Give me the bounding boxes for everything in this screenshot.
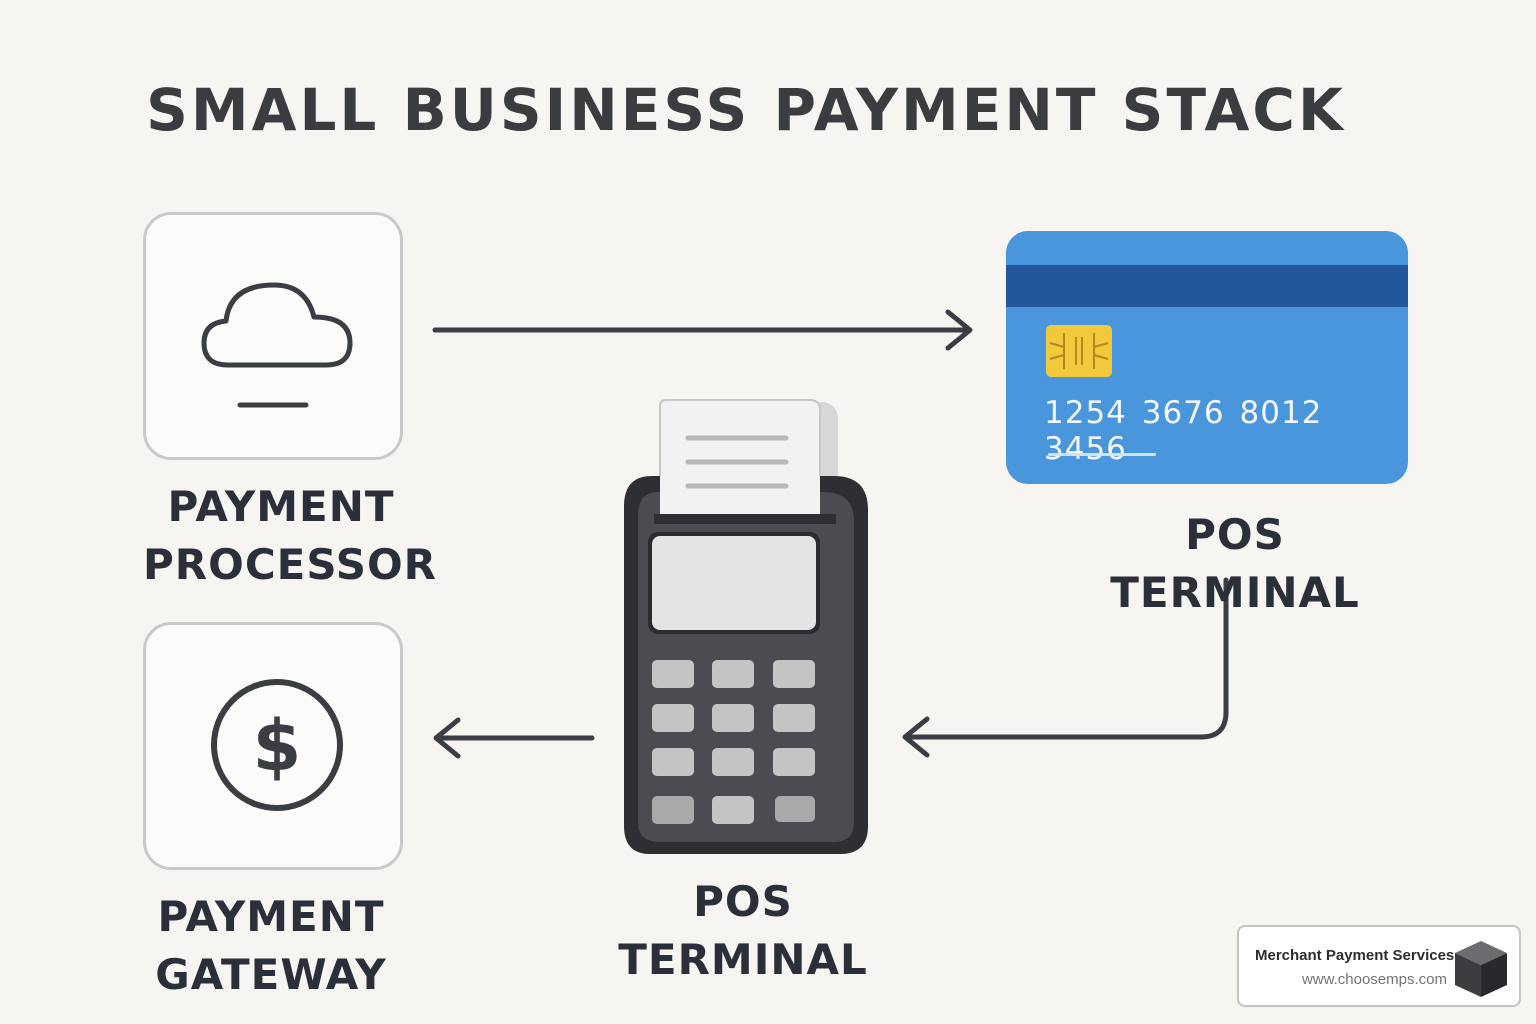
arrow-processor-to-card [432,309,973,351]
payment-gateway-label-line-1: PAYMENT [157,892,385,941]
dollar-coin-icon: $ [211,679,343,811]
payment-gateway-label-line-2: GATEWAY [155,950,387,999]
card-label: POS TERMINAL [1110,510,1360,617]
arrow-card-to-terminal [902,577,1229,758]
pos-terminal-label: POS TERMINAL [612,873,874,989]
payment-gateway-label: PAYMENT GATEWAY [143,888,399,1004]
brand-url: www.choosemps.com [1301,971,1447,988]
pos-terminal-label-line-2: TERMINAL [618,935,868,984]
payment-processor-label-line-1: PAYMENT [167,482,395,531]
card-chip-icon [1046,325,1112,377]
svg-text:$: $ [253,705,302,787]
payment-gateway-tile: $ [143,622,403,870]
card-magnetic-stripe [1006,265,1408,307]
payment-processor-label-line-2: PROCESSOR [143,540,437,589]
diagram-title: SMALL BUSINESS PAYMENT STACK [146,76,1346,144]
pos-terminal-icon [624,399,868,854]
arrow-terminal-to-gateway [433,717,595,759]
brand-badge: Merchant Payment Services www.choosemps.… [1237,925,1521,1007]
brand-name: Merchant Payment Services [1255,947,1455,964]
card-name-line [1048,453,1156,456]
credit-card: 1254 3676 8012 3456 [1006,231,1408,484]
cube-icon [1455,941,1507,997]
card-number: 1254 3676 8012 3456 [1044,395,1323,467]
pos-terminal-label-line-1: POS [693,877,793,926]
cloud-icon [201,282,353,408]
payment-processor-tile [143,212,403,460]
payment-processor-label: PAYMENT PROCESSOR [143,478,437,594]
